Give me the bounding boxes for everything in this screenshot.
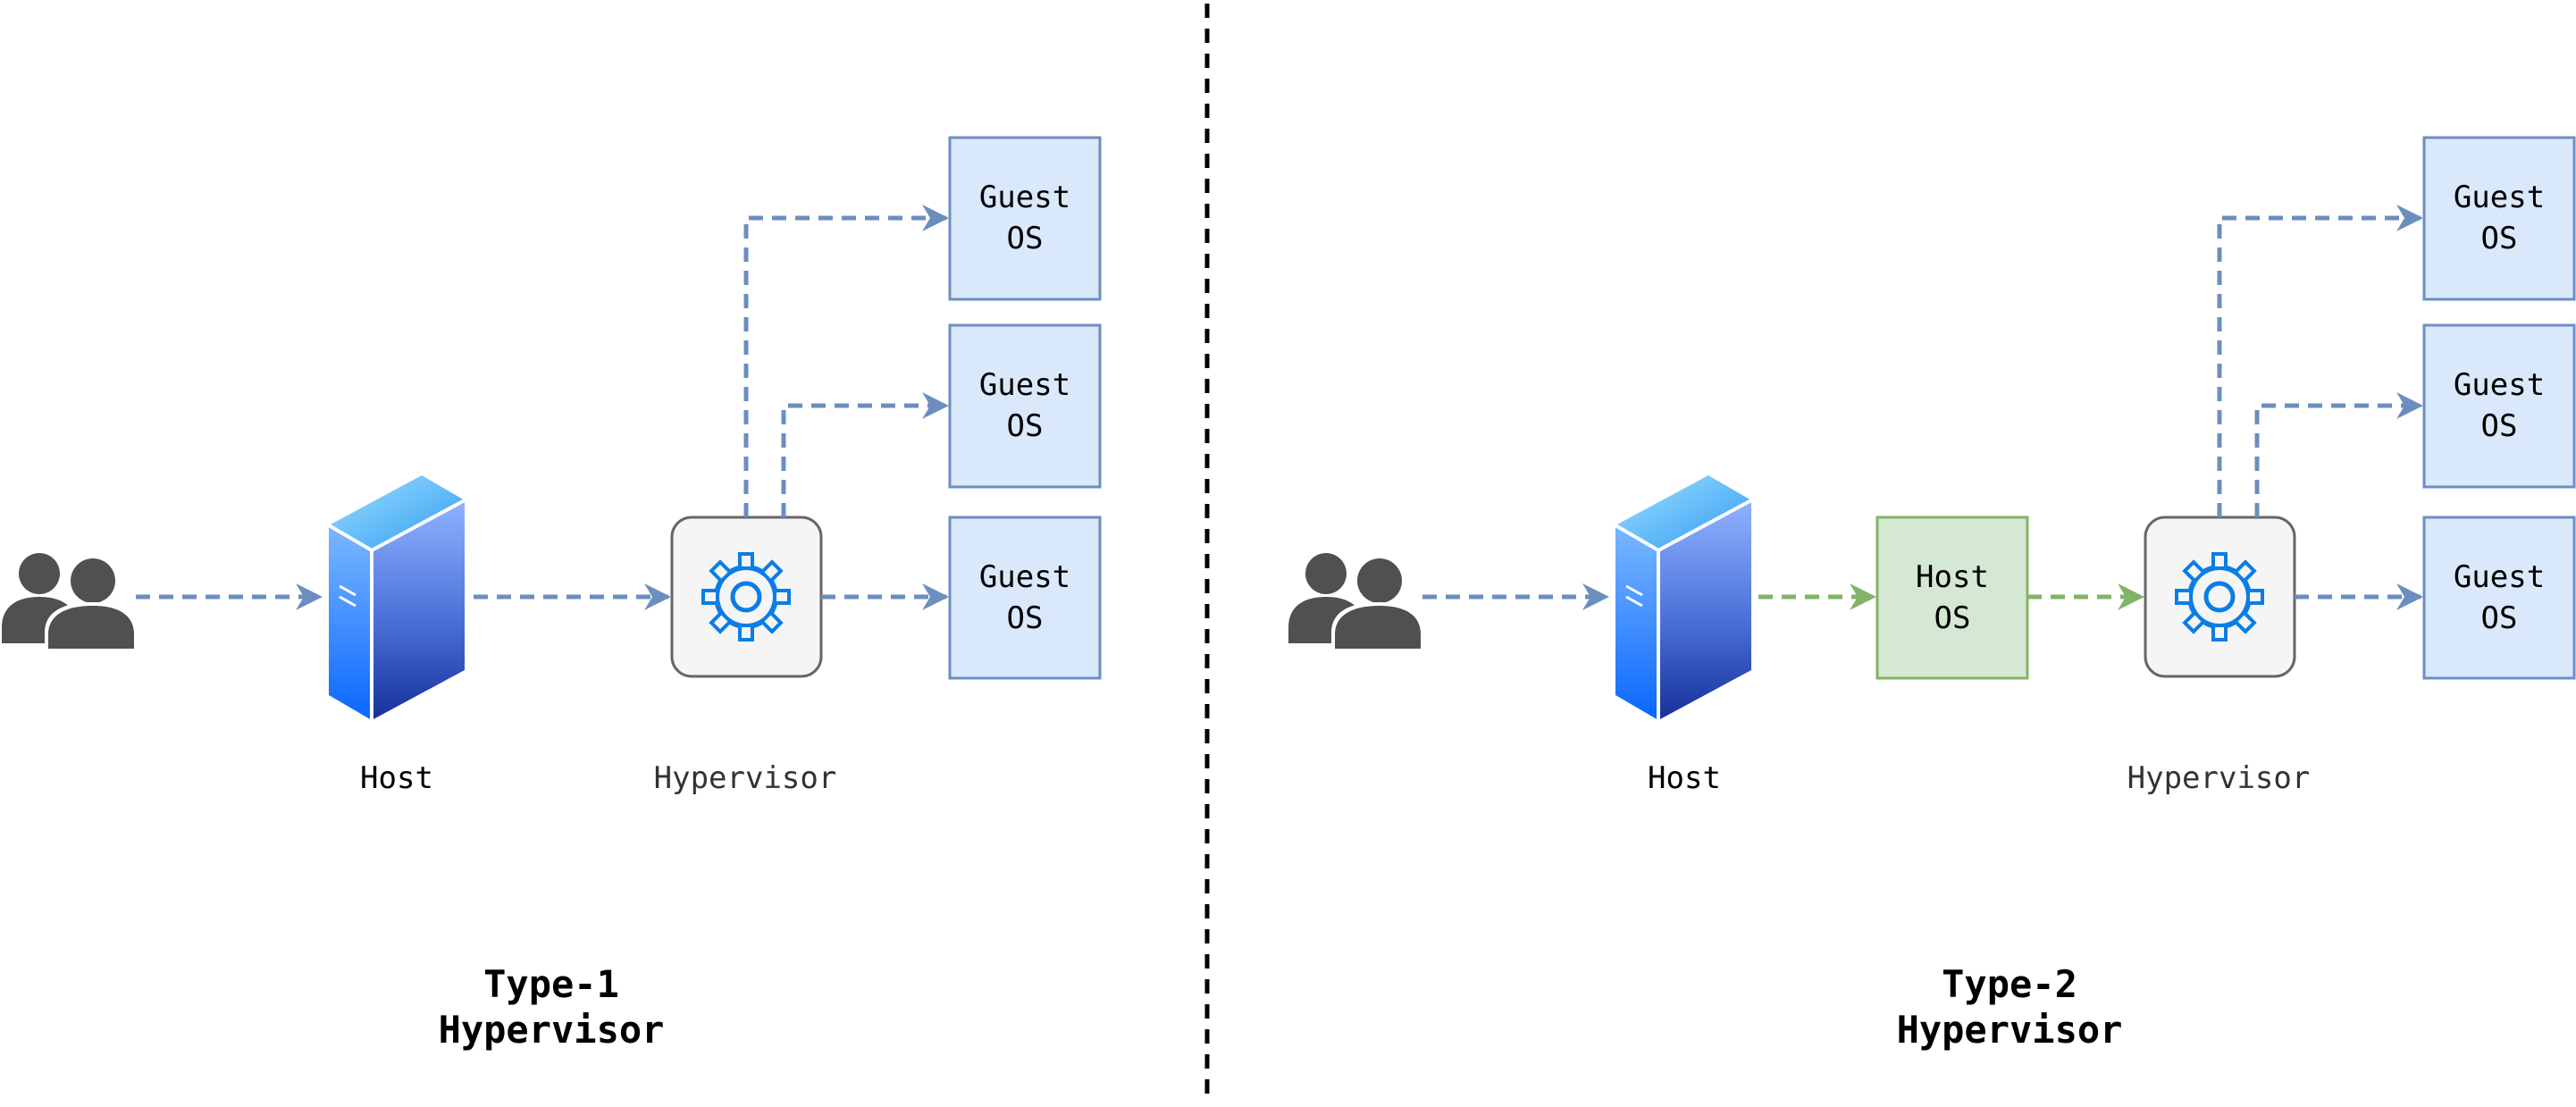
- guest-os-line1: Guest: [979, 180, 1070, 215]
- guest-os-line2: OS: [1007, 221, 1044, 256]
- users-icon: [1288, 553, 1422, 649]
- guest-os-line1: Guest: [979, 367, 1070, 403]
- guest-os-line1: Guest: [2454, 367, 2545, 403]
- host-os-line2: OS: [1934, 600, 1971, 636]
- type1-section: Guest OS Guest OS Guest OS Host Hypervis…: [2, 136, 1102, 1052]
- connector-hypervisor-guest2: [2254, 392, 2423, 517]
- guest-os-box: Guest OS: [2422, 136, 2576, 301]
- host-label: Host: [360, 760, 433, 796]
- guest-os-line2: OS: [2481, 221, 2518, 256]
- guest-os-box: Guest OS: [948, 136, 1102, 301]
- guest-os-line1: Guest: [979, 559, 1070, 595]
- guest-os-line2: OS: [2481, 600, 2518, 636]
- guest-os-line2: OS: [2481, 408, 2518, 444]
- connector-hypervisor-guest2: [781, 392, 949, 517]
- type2-title-line2: Hypervisor: [1897, 1008, 2123, 1052]
- guest-os-box: Guest OS: [948, 323, 1102, 489]
- server-icon: [1614, 475, 1752, 720]
- host-label: Host: [1648, 760, 1721, 796]
- guest-os-box: Guest OS: [2422, 516, 2576, 680]
- guest-os-line1: Guest: [2454, 180, 2545, 215]
- server-icon: [327, 475, 466, 720]
- gear-icon: [2175, 552, 2264, 642]
- hypervisor-label: Hypervisor: [2127, 760, 2311, 796]
- host-os-box: Host OS: [1875, 516, 2029, 680]
- guest-os-line2: OS: [1007, 408, 1044, 444]
- type1-title-line1: Type-1: [483, 962, 619, 1006]
- hypervisor-label: Hypervisor: [654, 760, 837, 796]
- type2-section: Host OS: [1288, 136, 2576, 1052]
- guest-os-box: Guest OS: [2422, 323, 2576, 489]
- guest-os-line2: OS: [1007, 600, 1044, 636]
- guest-os-line1: Guest: [2454, 559, 2545, 595]
- users-icon: [2, 553, 136, 649]
- type1-title-line2: Hypervisor: [439, 1008, 665, 1052]
- guest-os-box: Guest OS: [948, 516, 1102, 680]
- host-os-line1: Host: [1916, 559, 1989, 595]
- connector-hypervisor-guest1: [743, 205, 949, 517]
- type2-title-line1: Type-2: [1942, 962, 2077, 1006]
- gear-icon: [701, 552, 791, 642]
- connector-hypervisor-guest1: [2217, 205, 2423, 517]
